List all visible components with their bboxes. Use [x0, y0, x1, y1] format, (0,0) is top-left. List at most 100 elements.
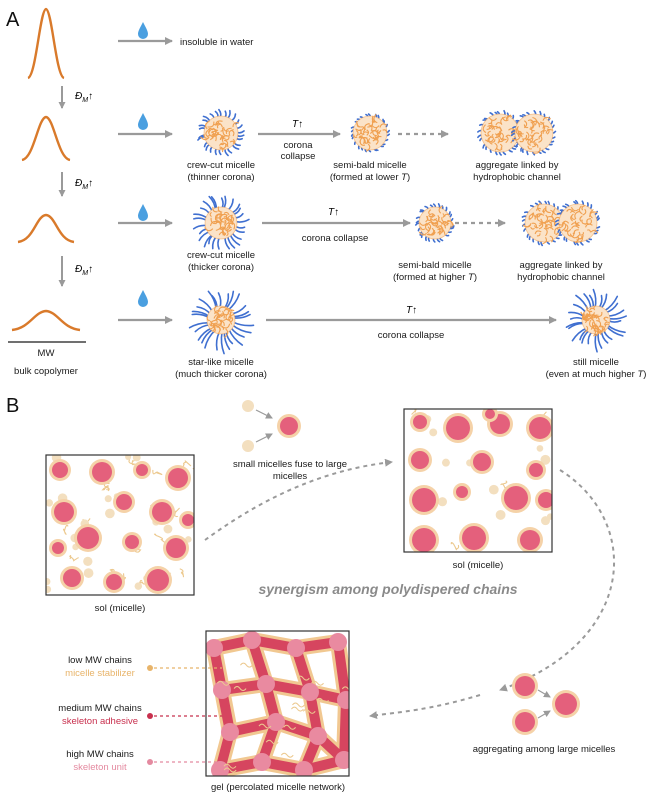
dispersity-labels: ĐM↑ ĐM↑ ĐM↑ — [75, 91, 93, 277]
transition-arrows — [204, 458, 615, 720]
small-micelle — [163, 524, 173, 534]
aggregating-label: aggregating among large micelles — [473, 744, 616, 755]
polymer-chain — [62, 524, 69, 535]
insoluble-label: insoluble in water — [180, 37, 253, 48]
polymer-chain — [296, 675, 310, 681]
network-skeleton-unit — [295, 761, 313, 776]
narrow-distribution-curve — [27, 7, 65, 80]
row3-labels: crew-cut micelle (thicker corona) semi-b… — [187, 250, 605, 283]
network-skeleton-unit — [253, 753, 271, 771]
small-micelle — [83, 568, 94, 578]
sol-left-box — [45, 454, 195, 596]
water-drop-icon — [138, 290, 148, 307]
polymer-chain — [182, 460, 192, 468]
network-skeleton-unit — [329, 633, 347, 651]
micelle-core — [413, 415, 427, 429]
semi-bald-micelle-sublabel: (formed at lower T) — [330, 172, 410, 183]
micelle-core — [125, 535, 139, 549]
svg-text:T↑: T↑ — [406, 305, 417, 316]
legend-high-role: skeleton unit — [73, 762, 127, 773]
micelle-core — [106, 574, 122, 590]
network-skeleton-unit — [287, 639, 305, 657]
small-micelle — [488, 484, 499, 495]
water-drop-icon — [138, 113, 148, 130]
svg-text:T↑: T↑ — [328, 207, 339, 218]
small-micelle — [132, 455, 141, 462]
polymer-chain — [233, 686, 247, 692]
legend-low-title: low MW chains — [68, 655, 132, 666]
polymer-chain — [290, 706, 304, 712]
semi-bald-micelle — [414, 203, 455, 243]
crew-cut-micelle-thin — [197, 108, 245, 157]
small-micelle — [536, 445, 544, 452]
corona-collapse-label-3: corona collapse — [378, 330, 445, 341]
network-skeleton-unit — [335, 751, 349, 769]
small-micelle — [540, 454, 551, 465]
sol-left-box-content — [46, 455, 194, 594]
micelle-core — [116, 494, 132, 510]
network-skeleton-unit — [267, 713, 285, 731]
polymer-chain — [101, 485, 109, 491]
small-micelle — [46, 585, 52, 594]
micelle-core — [166, 538, 186, 558]
distribution-curve-2 — [21, 115, 71, 162]
legend-low-role: micelle stabilizer — [65, 668, 135, 679]
polymer-chain — [128, 457, 137, 466]
corona-collapse-label-1b: collapse — [281, 151, 316, 162]
small-micelle — [104, 495, 112, 503]
micelle-core — [456, 486, 468, 498]
small-micelle — [46, 578, 51, 586]
legend-medium-title: medium MW chains — [58, 703, 142, 714]
micelle-core — [462, 526, 486, 550]
micelle-core — [504, 486, 528, 510]
aggregate-label: aggregate linked by — [476, 160, 559, 171]
network-skeleton-unit — [337, 691, 349, 709]
distribution-curve-3 — [17, 213, 75, 244]
svg-text:ĐM↑: ĐM↑ — [75, 264, 93, 277]
small-micelle — [441, 458, 450, 467]
svg-text:T↑: T↑ — [292, 119, 303, 130]
still-micelle-label: still micelle — [573, 357, 619, 368]
legend-high-title: high MW chains — [66, 749, 134, 760]
corona-collapse-label-2: corona collapse — [302, 233, 369, 244]
sol-left-label: sol (micelle) — [95, 603, 146, 614]
small-micelle — [105, 508, 115, 519]
micelle-core — [136, 464, 148, 476]
semi-bald-micelle-label: semi-bald micelle — [398, 260, 471, 271]
polymer-chain — [223, 763, 237, 769]
polymer-chain — [311, 680, 324, 686]
star-like-micelle-sublabel: (much thicker corona) — [175, 369, 267, 380]
small-micelle — [429, 428, 438, 437]
polymer-chain — [265, 739, 279, 745]
polymer-chain — [283, 724, 296, 730]
crew-cut-micelle-label: crew-cut micelle — [187, 160, 255, 171]
chain-legend: low MW chains micelle stabilizer medium … — [58, 655, 222, 773]
polymer-chain — [173, 507, 180, 518]
aggregate-sublabel: hydrophobic channel — [517, 272, 605, 283]
micelle-core — [52, 462, 68, 478]
polymer-chain — [109, 568, 115, 574]
broad-distribution-curve — [11, 309, 81, 332]
panel-b-label: B — [6, 395, 19, 417]
polymer-chain — [153, 533, 167, 544]
gel-box — [205, 630, 350, 777]
polymer-chain — [411, 409, 417, 415]
svg-text:ĐM↑: ĐM↑ — [75, 91, 93, 104]
water-drop-icons — [138, 22, 148, 307]
network-skeleton-unit — [221, 723, 239, 741]
process-arrows — [118, 37, 557, 324]
row2-labels: crew-cut micelle (thinner corona) semi-b… — [187, 160, 561, 183]
network-skeleton-unit — [243, 631, 261, 649]
micelle-core — [52, 542, 64, 554]
small-micelle — [46, 499, 54, 507]
micelle-core — [147, 569, 169, 591]
polymer-chain — [302, 708, 316, 714]
semi-bald-micelle-sublabel: (formed at higher T) — [393, 272, 477, 283]
polymer-chain — [316, 697, 329, 703]
crew-cut-micelle-sublabel: (thinner corona) — [187, 172, 254, 183]
star-like-micelle — [188, 290, 255, 355]
polymer-chain — [152, 469, 163, 476]
polymer-chain — [240, 662, 253, 668]
network-adhesive — [339, 695, 349, 765]
mw-axis-label: MW — [38, 348, 55, 359]
